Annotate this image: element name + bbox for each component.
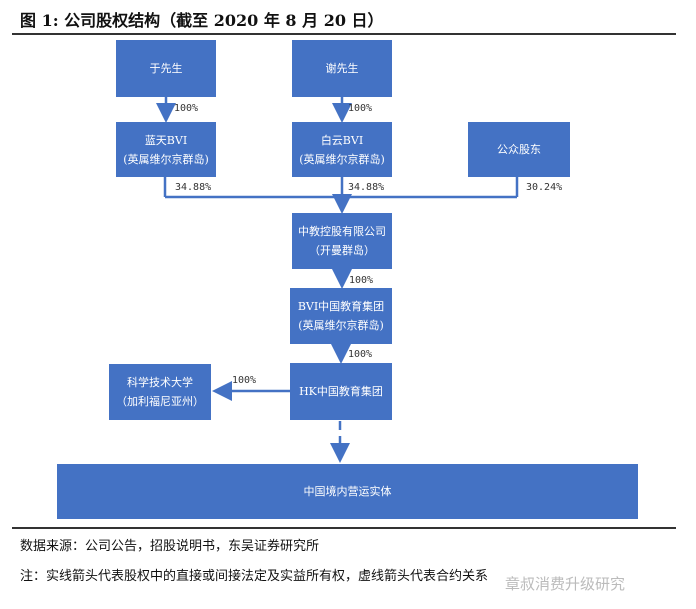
node-baiyun-bvi: 白云BVI (英属维尔京群岛) xyxy=(292,122,392,177)
node-label: 科学技术大学 xyxy=(127,376,193,389)
top-divider xyxy=(12,33,676,35)
figure-title: 图 1: 公司股权结构（截至 2020 年 8 月 20 日） xyxy=(20,11,384,30)
node-sublabel: (英属维尔京群岛) xyxy=(123,152,209,166)
pct-xie-baiyun: 100% xyxy=(348,103,373,114)
node-domestic-entities: 中国境内营运实体 xyxy=(57,464,638,519)
node-mr-xie: 谢先生 xyxy=(292,40,392,97)
pct-yu-lantian: 100% xyxy=(174,103,199,114)
node-label: BVI中国教育集团 xyxy=(297,300,385,313)
node-label: 中国境内营运实体 xyxy=(303,485,392,498)
node-bvi-china-education: BVI中国教育集团 (英属维尔京群岛) xyxy=(290,288,392,344)
node-university: 科学技术大学 （加利福尼亚州） xyxy=(109,364,211,420)
legend-note: 注：实线箭头代表股权中的直接或间接法定及实益所有权，虚线箭头代表合约关系 xyxy=(20,569,489,584)
node-label: HK中国教育集团 xyxy=(299,385,383,398)
pct-lantian-zj: 34.88% xyxy=(175,182,212,193)
node-label: 于先生 xyxy=(149,62,183,75)
node-label: 蓝天BVI xyxy=(144,133,188,147)
node-label: 中教控股有限公司 xyxy=(298,225,386,238)
node-lantian-bvi: 蓝天BVI (英属维尔京群岛) xyxy=(116,122,216,177)
node-label: 公众股东 xyxy=(497,143,541,156)
watermark: 章叔消费升级研究 xyxy=(505,575,626,593)
node-sublabel: (英属维尔京群岛) xyxy=(298,319,384,332)
node-public-shareholders: 公众股东 xyxy=(468,122,570,177)
pct-public-zj: 30.24% xyxy=(526,182,563,193)
node-label: 谢先生 xyxy=(325,62,359,75)
node-hk-china-education: HK中国教育集团 xyxy=(290,363,392,420)
node-sublabel: （加利福尼亚州） xyxy=(116,395,204,408)
source-note: 数据来源：公司公告，招股说明书，东吴证券研究所 xyxy=(20,539,320,554)
node-zhongjiao-holdings: 中教控股有限公司 （开曼群岛） xyxy=(292,213,392,269)
pct-bvi-hk: 100% xyxy=(348,349,373,360)
node-label: 白云BVI xyxy=(320,133,364,147)
node-sublabel: (英属维尔京群岛) xyxy=(299,152,385,166)
node-sublabel: （开曼群岛） xyxy=(309,244,375,257)
pct-hk-univ: 100% xyxy=(232,375,257,386)
pct-zj-bvi: 100% xyxy=(349,275,374,286)
pct-baiyun-zj: 34.88% xyxy=(348,182,385,193)
node-mr-yu: 于先生 xyxy=(116,40,216,97)
bottom-divider xyxy=(12,527,676,529)
